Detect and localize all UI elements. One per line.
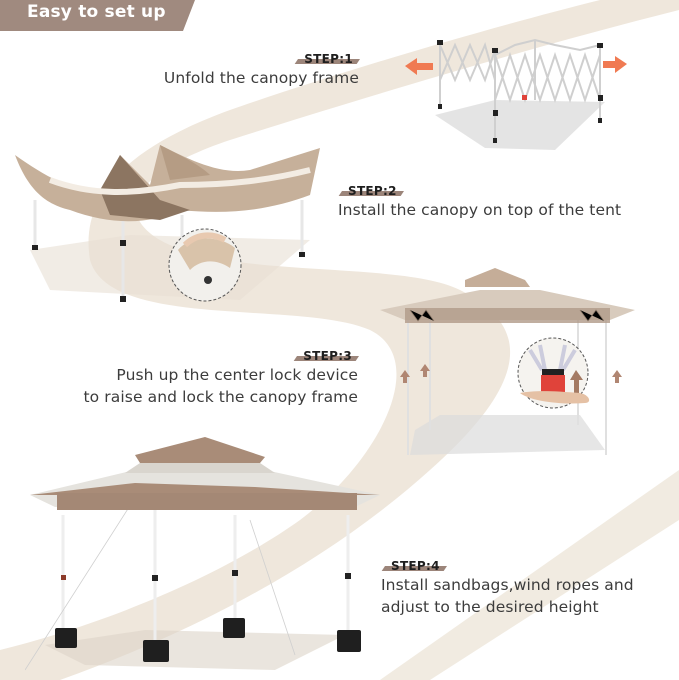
step-3-text-line-1: Push up the center lock device <box>116 366 358 384</box>
step-2-label-wrap: STEP:2 <box>338 180 404 198</box>
step-label-bar <box>294 59 361 64</box>
sandbag-icon <box>55 618 361 662</box>
step-4-text-line-1: Install sandbags,wind ropes and <box>381 576 634 594</box>
step-2-text: Install the canopy on top of the tent <box>338 201 622 219</box>
step-label-bar <box>338 191 404 196</box>
canopy-installing-illustration <box>15 145 320 302</box>
step-label-bar <box>381 566 447 571</box>
canopy-corner-inset <box>168 228 242 302</box>
frame-unfolding-illustration <box>405 38 627 150</box>
step-3-label-wrap: STEP:3 <box>293 345 360 363</box>
step-label-bar <box>293 356 360 361</box>
step-4-label-wrap: STEP:4 <box>381 555 447 573</box>
canopy-complete-illustration <box>25 437 380 671</box>
step-1-label-wrap: STEP:1 <box>294 48 361 66</box>
arrow-up-icon <box>400 364 622 383</box>
step-3: STEP:3 Push up the center lock device to… <box>83 345 360 408</box>
step-1-label: STEP:1 <box>304 52 353 66</box>
header-banner-shape <box>0 0 195 31</box>
step-3-text-line-2: to raise and lock the canopy frame <box>83 388 358 406</box>
header-banner: Easy to set up <box>0 0 195 31</box>
step-1: STEP:1 Unfold the canopy frame <box>163 48 361 89</box>
header-title: Easy to set up <box>27 2 166 22</box>
center-lock-inset <box>517 337 590 409</box>
step-4-label: STEP:4 <box>391 559 440 573</box>
canopy-raising-illustration <box>380 268 635 455</box>
step-4: STEP:4 Install sandbags,wind ropes and a… <box>381 555 634 618</box>
step-2-label: STEP:2 <box>348 184 397 198</box>
step-3-label: STEP:3 <box>303 349 352 363</box>
step-4-text-line-2: adjust to the desired height <box>381 598 599 616</box>
step-2: STEP:2 Install the canopy on top of the … <box>338 180 621 221</box>
arrow-left-icon <box>405 58 433 75</box>
arrow-right-icon <box>603 56 627 73</box>
step-1-text: Unfold the canopy frame <box>163 69 359 87</box>
